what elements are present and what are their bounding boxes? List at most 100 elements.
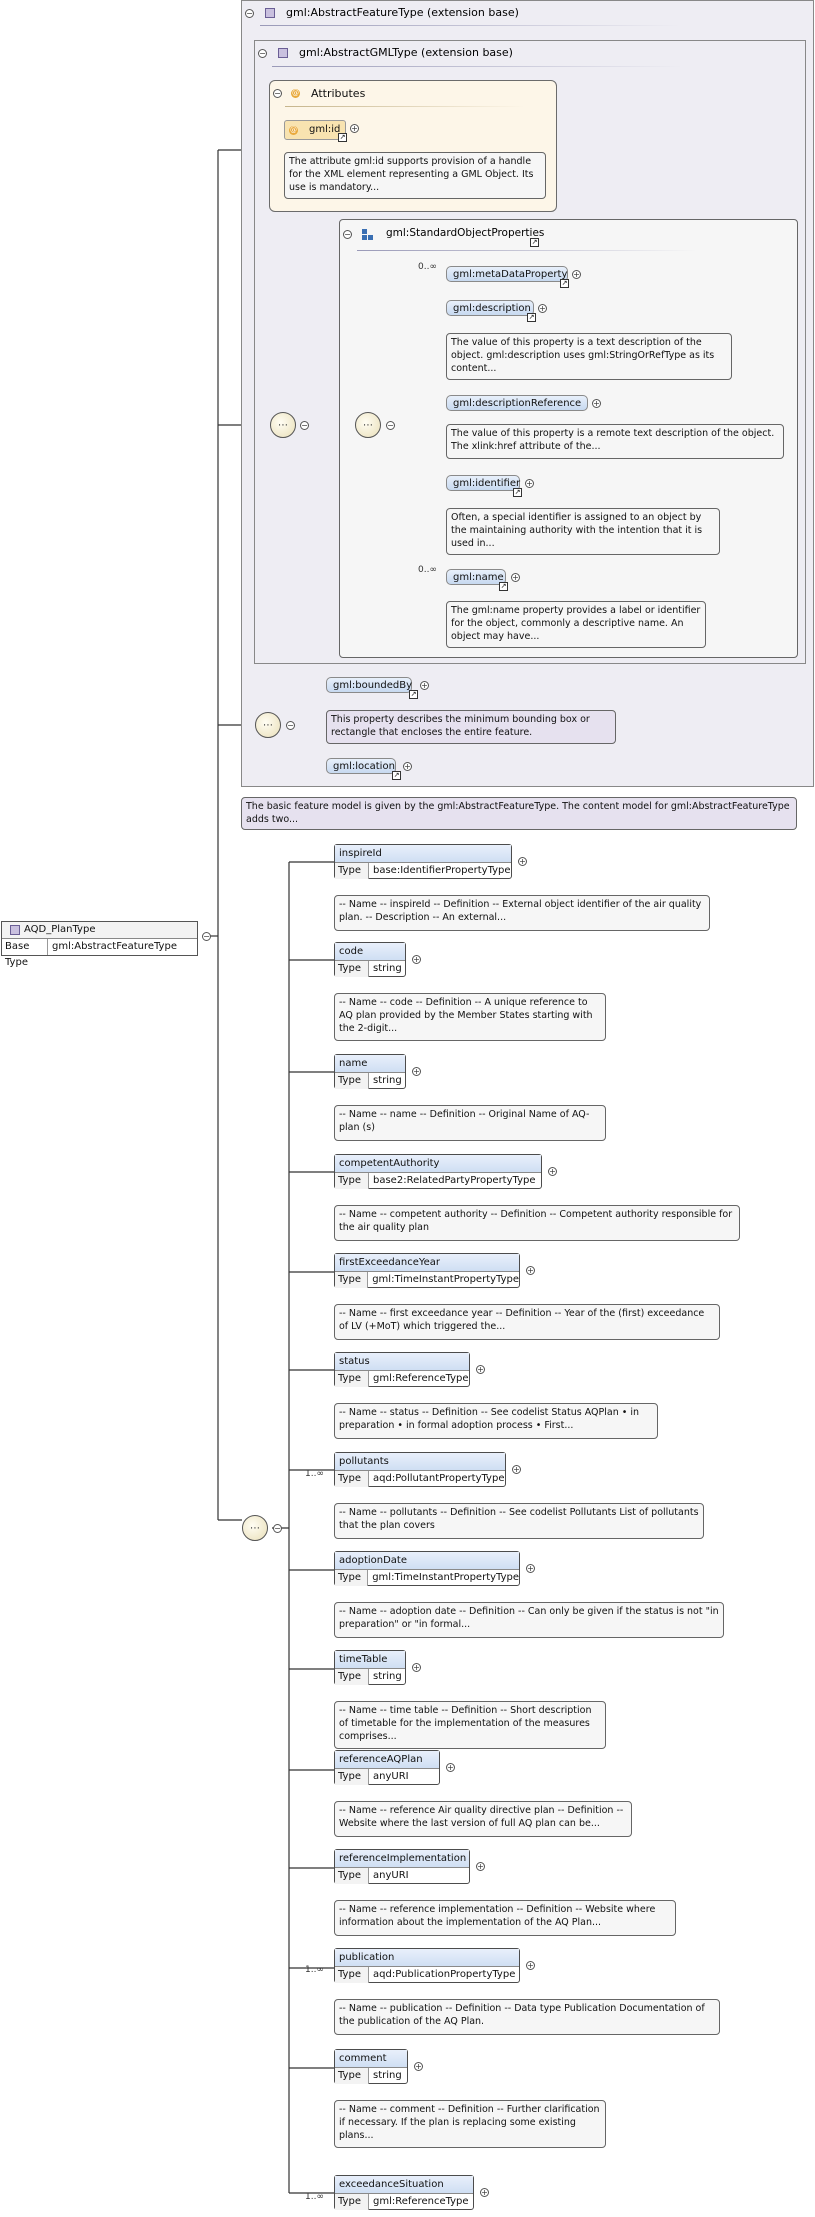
element-annotation: -- Name -- time table -- Definition -- S… <box>334 1701 606 1749</box>
type-value: aqd:PollutantPropertyType <box>373 1473 505 1484</box>
gml-location-reference-icon[interactable]: ↗ <box>392 771 401 780</box>
gml-descriptionreference-element[interactable]: gml:descriptionReference <box>446 395 588 411</box>
element-name: firstExceedanceYear <box>335 1254 519 1272</box>
feature-sequence-compositor-icon[interactable]: ⋯ <box>255 712 281 738</box>
element-name: adoptionDate <box>335 1552 519 1570</box>
gml-metadataproperty-reference-icon[interactable]: ↗ <box>560 279 569 288</box>
sequence-compositor-icon[interactable]: ⋯ <box>270 412 296 438</box>
gml-metadataproperty-expand-icon[interactable]: + <box>572 270 581 279</box>
element-name: code <box>335 943 405 961</box>
gml-location-element[interactable]: gml:location <box>326 758 396 774</box>
gml-name-reference-icon[interactable]: ↗ <box>499 582 508 591</box>
element-expand-icon[interactable]: + <box>476 1365 485 1374</box>
element-annotation: -- Name -- publication -- Definition -- … <box>334 1999 720 2035</box>
element-name: referenceImplementation <box>335 1850 469 1868</box>
type-key: Type <box>335 1272 369 1288</box>
gml-description-element[interactable]: gml:description <box>446 300 534 316</box>
element-expand-icon[interactable]: + <box>518 857 527 866</box>
gml-description-label: gml:description <box>453 303 531 314</box>
element-expand-icon[interactable]: + <box>548 1167 557 1176</box>
gml-metadataproperty-element[interactable]: gml:metaDataProperty <box>446 266 568 282</box>
gml-description-reference-icon[interactable]: ↗ <box>527 313 536 322</box>
element-expand-icon[interactable]: + <box>526 1266 535 1275</box>
ext-feature-collapse-icon[interactable]: − <box>245 9 254 18</box>
sequence-collapse-icon[interactable]: − <box>300 421 309 430</box>
ext-gml-type-icon <box>278 48 288 58</box>
root-base-value: gml:AbstractFeatureType <box>52 941 177 952</box>
gml-location-expand-icon[interactable]: + <box>403 762 412 771</box>
type-value: string <box>373 1671 402 1682</box>
plan-sequence-collapse-icon[interactable]: − <box>273 1524 282 1533</box>
root-header: AQD_PlanType <box>2 922 197 939</box>
std-sequence-collapse-icon[interactable]: − <box>386 421 395 430</box>
ext-feature-type-icon <box>265 8 275 18</box>
type-key: Type <box>335 1173 369 1189</box>
attributes-collapse-icon[interactable]: − <box>273 89 282 98</box>
gml-id-attribute[interactable]: @ gml:id <box>284 120 346 140</box>
type-value: gml:TimeInstantPropertyType <box>372 1274 519 1285</box>
metadata-multiplicity: 0..∞ <box>418 262 437 272</box>
element-annotation: -- Name -- pollutants -- Definition -- S… <box>334 1503 704 1539</box>
element-expand-icon[interactable]: + <box>412 1663 421 1672</box>
gml-identifier-expand-icon[interactable]: + <box>525 479 534 488</box>
element-expand-icon[interactable]: + <box>412 1067 421 1076</box>
type-key: Type <box>335 2194 369 2210</box>
element-expand-icon[interactable]: + <box>526 1961 535 1970</box>
element-expand-icon[interactable]: + <box>412 955 421 964</box>
gml-identifier-reference-icon[interactable]: ↗ <box>513 488 522 497</box>
gml-boundedby-reference-icon[interactable]: ↗ <box>409 690 418 699</box>
element-expand-icon[interactable]: + <box>526 1564 535 1573</box>
element-expand-icon[interactable]: + <box>446 1763 455 1772</box>
element-name: referenceAQPlan <box>335 1751 439 1769</box>
root-collapse-icon[interactable]: − <box>202 932 211 941</box>
gml-descriptionreference-annotation: The value of this property is a remote t… <box>446 424 784 459</box>
std-sequence-compositor-icon[interactable]: ⋯ <box>355 412 381 438</box>
element-name: publication <box>335 1949 519 1967</box>
element-expand-icon[interactable]: + <box>476 1862 485 1871</box>
root-element[interactable]: AQD_PlanType Base Type gml:AbstractFeatu… <box>1 921 198 968</box>
std-group-reference-icon[interactable]: ↗ <box>530 238 539 247</box>
element-annotation: -- Name -- reference implementation -- D… <box>334 1900 676 1936</box>
std-group-collapse-icon[interactable]: − <box>343 230 352 239</box>
ext-gml-collapse-icon[interactable]: − <box>258 49 267 58</box>
element-name: competentAuthority <box>335 1155 541 1173</box>
plan-sequence-compositor-icon[interactable]: ⋯ <box>242 1515 268 1541</box>
element-expand-icon[interactable]: + <box>512 1465 521 1474</box>
element-annotation: -- Name -- comment -- Definition -- Furt… <box>334 2100 606 2148</box>
gml-identifier-annotation: Often, a special identifier is assigned … <box>446 508 720 555</box>
gml-descriptionreference-expand-icon[interactable]: + <box>592 399 601 408</box>
gml-boundedby-expand-icon[interactable]: + <box>420 681 429 690</box>
gml-id-annotation: The attribute gml:id supports provision … <box>284 152 546 199</box>
gml-name-element[interactable]: gml:name <box>446 569 506 585</box>
gml-name-expand-icon[interactable]: + <box>511 573 520 582</box>
std-group-divider <box>357 250 697 251</box>
feature-sequence-collapse-icon[interactable]: − <box>286 721 295 730</box>
gml-location-label: gml:location <box>333 761 395 772</box>
gml-description-expand-icon[interactable]: + <box>538 304 547 313</box>
gml-metadataproperty-label: gml:metaDataProperty <box>453 269 568 280</box>
gml-boundedby-element[interactable]: gml:boundedBy <box>326 677 412 693</box>
gml-identifier-element[interactable]: gml:identifier <box>446 475 520 491</box>
gml-id-label: gml:id <box>309 124 341 135</box>
element-annotation: -- Name -- reference Air quality directi… <box>334 1801 632 1837</box>
element-expand-icon[interactable]: + <box>480 2188 489 2197</box>
gml-id-expand-icon[interactable]: + <box>350 124 359 133</box>
gml-id-reference-icon[interactable]: ↗ <box>338 133 347 142</box>
element-expand-icon[interactable]: + <box>414 2062 423 2071</box>
